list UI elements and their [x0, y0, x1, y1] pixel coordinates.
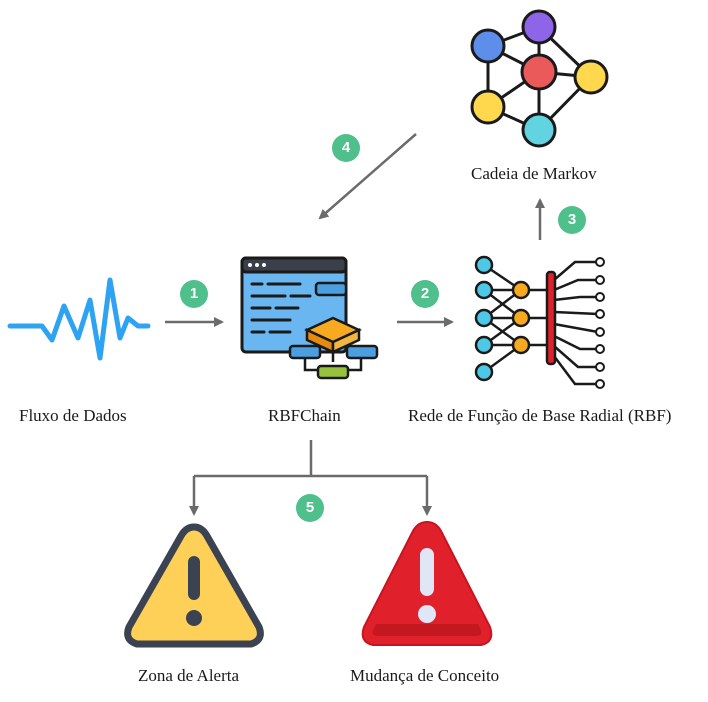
step-badge-1: 1: [180, 280, 208, 308]
step-badge-3: 3: [558, 206, 586, 234]
code-window-flowchart-icon: [240, 256, 379, 380]
step-badge-2: 2: [411, 280, 439, 308]
arrow-step-4: [318, 133, 417, 220]
label-alert-zone: Zona de Alerta: [138, 666, 240, 685]
label-rbf-network: Rede de Função de Base Radial (RBF): [408, 406, 672, 425]
label-markov-chain: Cadeia de Markov: [471, 164, 597, 183]
network-graph-icon: [470, 9, 609, 148]
label-concept-drift: Mudança de Conceito: [350, 666, 500, 685]
step-badge-5: 5: [296, 494, 324, 522]
heartbeat-signal-icon: [7, 277, 151, 361]
step-badge-4: 4: [332, 134, 360, 162]
label-rbfchain: RBFChain: [268, 406, 341, 425]
danger-triangle-icon: [361, 520, 493, 646]
warning-triangle-icon: [124, 523, 264, 648]
neural-network-icon: [474, 255, 605, 389]
label-data-stream: Fluxo de Dados: [19, 406, 127, 425]
arrow-step-5: [189, 440, 432, 516]
